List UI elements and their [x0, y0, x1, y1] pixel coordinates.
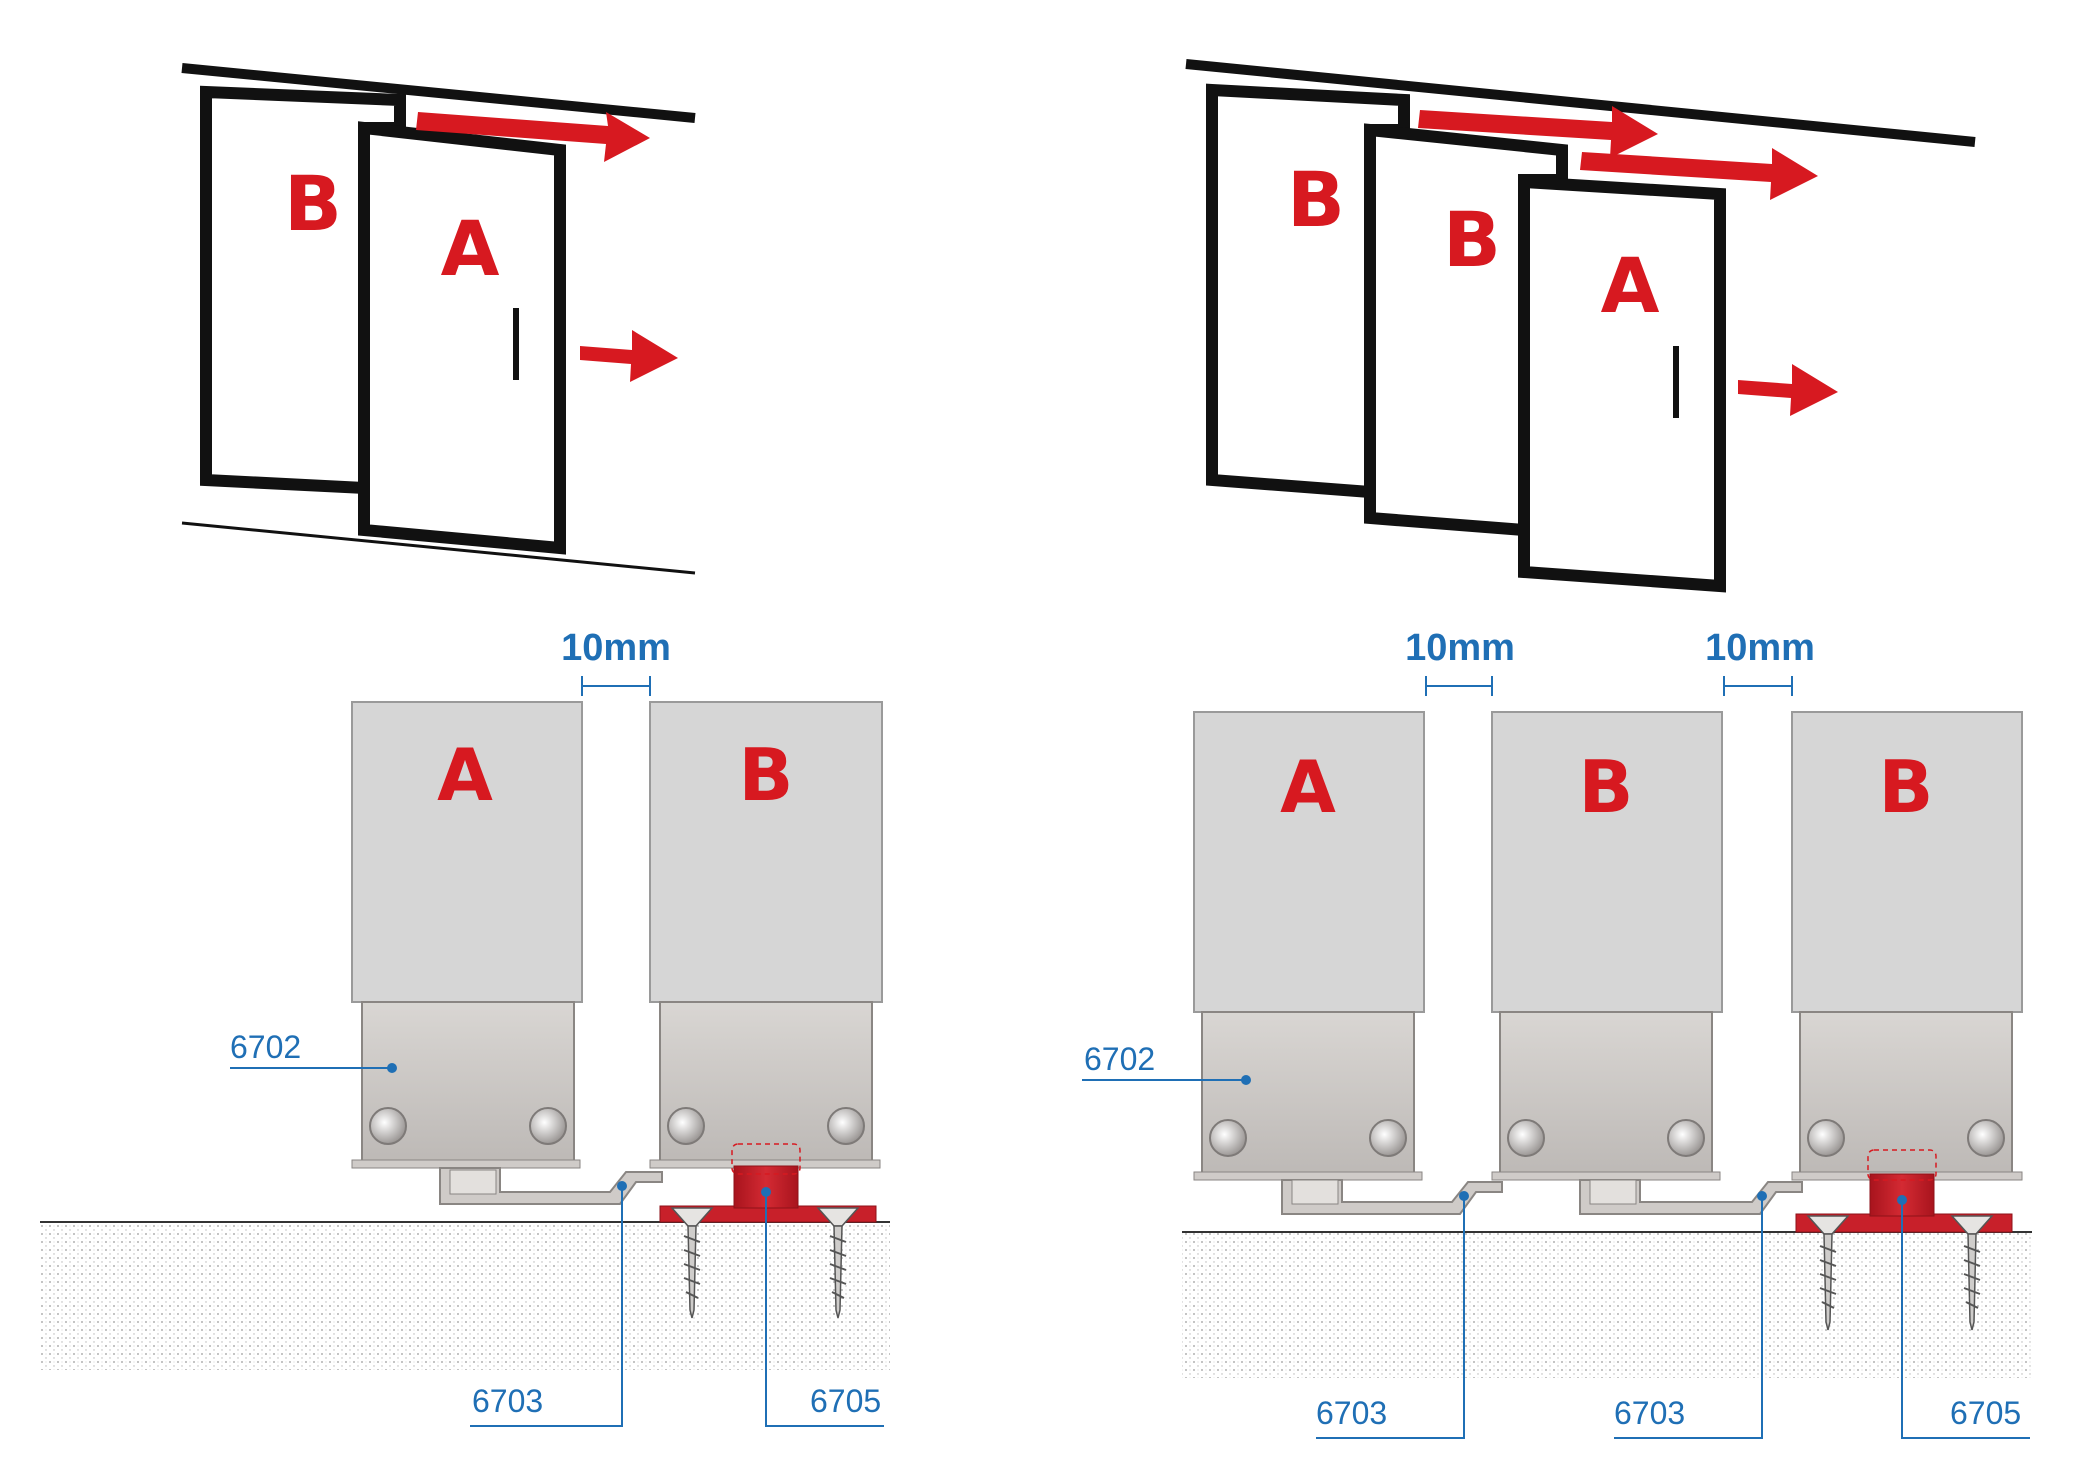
screw-icon: [816, 1207, 860, 1319]
screw-icon: [1507, 1119, 1545, 1157]
door-panel-b: [1791, 711, 2023, 1013]
right-section: 10mm 10mm A B B: [1082, 627, 2032, 1439]
guide-roller: [449, 1169, 497, 1195]
screw-icon: [1369, 1119, 1407, 1157]
screw-icon: [667, 1107, 705, 1145]
arrow-icon: [1418, 106, 1658, 158]
screw-icon: [369, 1107, 407, 1145]
section-label-a: A: [1280, 745, 1336, 829]
gap-dimension-label: 10mm: [1405, 627, 1515, 669]
label-6702: 6702: [230, 1029, 301, 1065]
bracket-base: [1491, 1171, 1721, 1181]
bracket-base: [1193, 1171, 1423, 1181]
label-6703: 6703: [1614, 1395, 1685, 1431]
floor: [40, 1222, 890, 1370]
screw-icon: [1950, 1215, 1994, 1331]
guide-roller: [1291, 1179, 1339, 1205]
leader-line: [1901, 1200, 2030, 1439]
door-label-a: A: [1601, 241, 1660, 330]
leader-line: [1316, 1196, 1465, 1439]
leader-line: [470, 1186, 623, 1427]
screw-icon: [1807, 1119, 1845, 1157]
screw-icon: [1806, 1215, 1850, 1331]
door-label-b: B: [1287, 155, 1345, 244]
screw-icon: [827, 1107, 865, 1145]
guide-roller: [1589, 1179, 1637, 1205]
door-a-outline: [358, 121, 566, 555]
section-label-b: B: [1579, 745, 1634, 829]
gap-dimension-label: 10mm: [561, 627, 671, 669]
top-rail: [1185, 59, 1976, 147]
screw-icon: [1667, 1119, 1705, 1157]
floor-line: [181, 521, 696, 575]
label-6703: 6703: [1316, 1395, 1387, 1431]
leader-dot: [1241, 1075, 1251, 1085]
bracket-base: [351, 1159, 581, 1169]
left-section: 10mm A B: [40, 627, 890, 1427]
screw-icon: [670, 1207, 714, 1319]
section-label-a: A: [437, 733, 493, 817]
door-panel-b: [1491, 711, 1723, 1013]
door-panel-a: [1193, 711, 1425, 1013]
door-a-outline: [1518, 175, 1726, 593]
door-label-b: B: [284, 159, 342, 248]
door-panel-a: [351, 701, 583, 1003]
guide-clearance-outline: [731, 1143, 801, 1175]
door-label-a: A: [441, 204, 500, 293]
leader-dot: [387, 1063, 397, 1073]
gap-dimension-label: 10mm: [1705, 627, 1815, 669]
door-label-b: B: [1443, 195, 1501, 284]
label-6702: 6702: [1084, 1041, 1155, 1077]
screw-icon: [529, 1107, 567, 1145]
leader-line: [765, 1192, 884, 1427]
label-6705: 6705: [1950, 1395, 2021, 1431]
section-label-b: B: [739, 733, 794, 817]
floor: [1182, 1232, 2032, 1378]
left-perspective: B A: [181, 63, 696, 575]
right-perspective: B B A: [1185, 59, 1976, 593]
guide-clearance-outline: [1867, 1149, 1937, 1181]
screw-icon: [1209, 1119, 1247, 1157]
screw-icon: [1967, 1119, 2005, 1157]
label-6705: 6705: [810, 1383, 881, 1419]
section-label-b: B: [1879, 745, 1934, 829]
top-rail: [181, 63, 696, 123]
arrow-icon: [1738, 364, 1838, 416]
arrow-icon: [1580, 148, 1818, 200]
arrow-icon: [580, 330, 678, 382]
leader-line: [1614, 1196, 1763, 1439]
arrow-icon: [416, 112, 650, 162]
label-6703: 6703: [472, 1383, 543, 1419]
